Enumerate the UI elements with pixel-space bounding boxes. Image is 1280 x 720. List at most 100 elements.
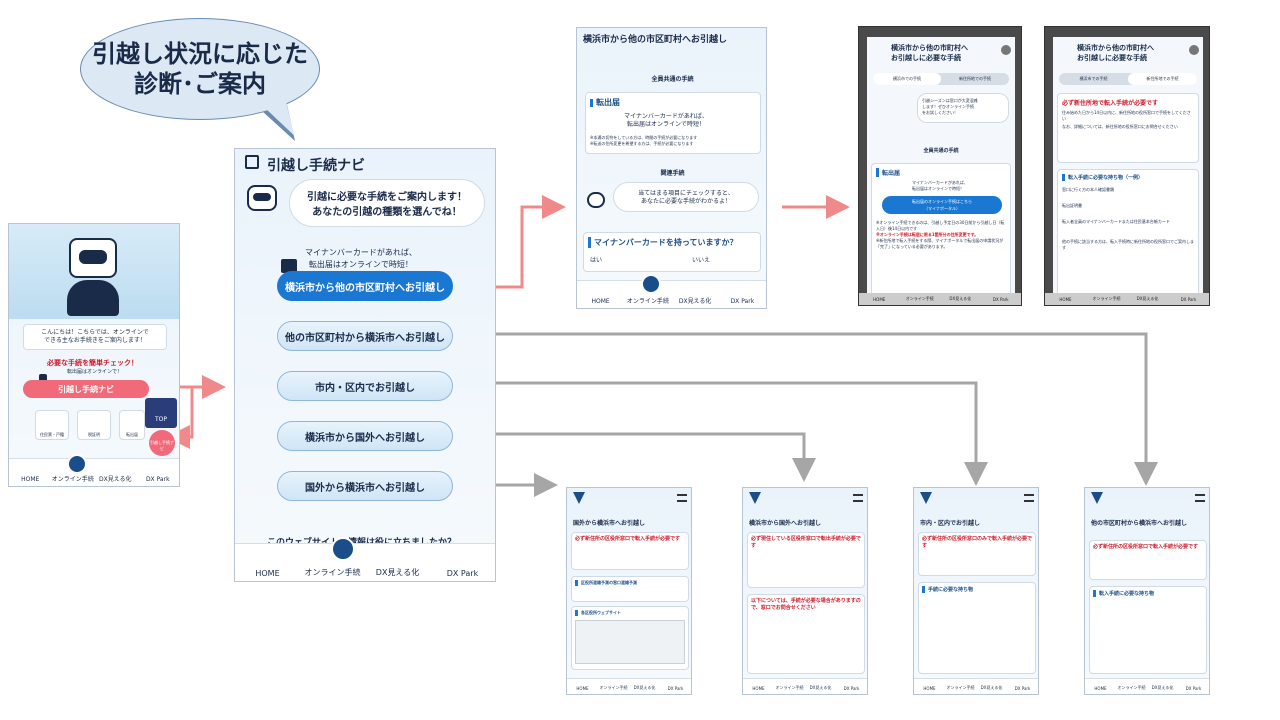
- bubble-line-1: 引越し状況に応じた: [92, 40, 308, 68]
- option-within-city[interactable]: 市内・区内でお引越し: [277, 371, 453, 401]
- navi-nav: HOME オンライン手続 DX見える化 DX Park: [235, 543, 495, 581]
- bottom-screen-1: 国外から横浜市へお引越し 必ず新住所の区役所窓口で転入手続が必要です 区役所混雑…: [566, 487, 692, 695]
- button-line-1: 転出届のオンライン手続はこちら: [912, 199, 972, 204]
- navi-button[interactable]: 引越し手続ナビ: [23, 380, 149, 398]
- tab-yokohama[interactable]: 横浜市での手続: [873, 73, 941, 85]
- nav-dx[interactable]: DX見える化: [375, 568, 420, 577]
- nav-home[interactable]: HOME: [923, 686, 936, 691]
- nav-park[interactable]: DX Park: [1180, 296, 1197, 302]
- nav-online[interactable]: オンライン手続: [51, 476, 94, 483]
- menu-icon[interactable]: [853, 494, 863, 502]
- bottom-title: 横浜市から国外へお引越し: [749, 520, 822, 527]
- mynumber-line-2: 転出届はオンラインで時短！: [308, 260, 413, 269]
- common-label: 全員共通の手続: [651, 76, 694, 83]
- nav-home[interactable]: HOME: [21, 476, 40, 483]
- robot-icon: [587, 192, 605, 208]
- menu-icon[interactable]: [677, 494, 687, 502]
- nav-park[interactable]: DX Park: [992, 296, 1009, 302]
- tab-new-address[interactable]: 新住所地での手続: [959, 76, 991, 81]
- ward-map: [575, 620, 685, 664]
- bottom-nav: HOME オンライン手続 DX見える化 DX Park: [743, 678, 867, 694]
- bubble-line-2: 診断･ご案内: [134, 70, 266, 98]
- nav-dx[interactable]: DX見える化: [98, 476, 132, 483]
- no-option[interactable]: いいえ: [692, 257, 711, 264]
- nav-online[interactable]: オンライン手続: [775, 685, 804, 690]
- nav-dx[interactable]: DX見える化: [1136, 296, 1159, 301]
- nav-park[interactable]: DX Park: [667, 686, 684, 691]
- online-fab[interactable]: [67, 454, 87, 474]
- arrow-intra: [466, 381, 988, 486]
- online-tenshutsu-button[interactable]: 転出届のオンライン手続はこちら （マイナポータル）: [882, 196, 1002, 214]
- nav-dx[interactable]: DX見える化: [1151, 685, 1174, 690]
- nav-park[interactable]: DX Park: [145, 476, 170, 483]
- mynumber-line-1: マイナンバーカードがあれば、: [912, 180, 968, 185]
- nav-home[interactable]: HOME: [591, 298, 610, 305]
- nav-dx[interactable]: DX見える化: [949, 296, 972, 301]
- speech-2: します！ぜひオンライン手続: [922, 104, 974, 109]
- note-1: ※本通の切符をしている方は、時間の手続が必要になります: [590, 135, 698, 140]
- logo-icon: [573, 492, 585, 504]
- nav-online[interactable]: オンライン手続: [1117, 685, 1146, 690]
- nav-park[interactable]: DX Park: [446, 569, 479, 578]
- alert-card: 必ず新住所の区役所窓口で転入手続が必要です: [571, 532, 689, 570]
- logo-icon: [920, 492, 932, 504]
- question-card: マイナンバーカードを持っていますか？ はい いいえ: [583, 232, 761, 272]
- navi-badge[interactable]: 引越し手続ナビ: [149, 430, 175, 456]
- option-from-overseas[interactable]: 国外から横浜市へお引越し: [277, 471, 453, 501]
- tile-tenshutsu[interactable]: 転出届: [119, 410, 145, 440]
- option-to-other-city[interactable]: 横浜市から他の市区町村へお引越し: [277, 271, 453, 301]
- nav-online[interactable]: オンライン手続: [946, 685, 975, 690]
- tile-juminhyo[interactable]: 住民票・戸籍: [35, 410, 69, 440]
- nav-online[interactable]: オンライン手続: [599, 685, 628, 690]
- title-2: お引越しに必要な手続: [891, 54, 961, 62]
- close-icon[interactable]: [1001, 45, 1011, 55]
- nav-park[interactable]: DX Park: [843, 686, 860, 691]
- nav-park[interactable]: DX Park: [730, 298, 755, 305]
- online-fab[interactable]: [331, 537, 355, 561]
- bottom-nav: HOME オンライン手続 DX見える化 DX Park: [1085, 678, 1209, 694]
- bottom-screen-2: 横浜市から国外へお引越し 必ず現住している区役所窓口で転出手続が必要です 以下に…: [742, 487, 868, 695]
- close-icon[interactable]: [1189, 45, 1199, 55]
- robot-body: [67, 280, 119, 316]
- option-to-overseas[interactable]: 横浜市から国外へお引越し: [277, 421, 453, 451]
- alert-heading: 必ず新住所地で転入手続が必要です: [1062, 100, 1159, 107]
- note-1: ※オンライン手続できるのは、引越し予定日の30日前から引越し日（転入日）後14日…: [876, 220, 1005, 231]
- menu-icon[interactable]: [1024, 494, 1034, 502]
- notes: ※本通の切符をしている方は、時間の手続が必要になります ※転送の住所変更を希望す…: [590, 135, 697, 147]
- tab-yokohama[interactable]: 横浜市での手続: [1079, 76, 1108, 81]
- nav-home[interactable]: HOME: [873, 296, 886, 302]
- nav-park[interactable]: DX Park: [1014, 686, 1031, 691]
- nav-dx[interactable]: DX見える化: [678, 298, 712, 305]
- top-button[interactable]: TOP: [145, 398, 177, 428]
- alert-heading: 必ず新住所の区役所窓口で転入手続が必要です: [575, 536, 681, 542]
- online-fab[interactable]: [641, 274, 661, 294]
- nav-home[interactable]: HOME: [255, 569, 280, 578]
- note-2: ※転送の住所変更を希望する方は、手続が必要になります: [590, 141, 694, 146]
- tab-new-address[interactable]: 新住所地での手続: [1128, 73, 1197, 85]
- nav-home[interactable]: HOME: [576, 686, 589, 691]
- tile-tax[interactable]: 税証明: [77, 410, 111, 440]
- common-label: 全員共通の手続: [923, 148, 959, 154]
- nav-dx[interactable]: DX見える化: [980, 685, 1003, 690]
- nav-park[interactable]: DX Park: [1185, 686, 1202, 691]
- nav-dx[interactable]: DX見える化: [633, 685, 656, 690]
- nav-online[interactable]: オンライン手続: [905, 296, 934, 301]
- nav-dx[interactable]: DX見える化: [809, 685, 832, 690]
- question-text: マイナンバーカードを持っていますか？: [588, 237, 737, 248]
- yes-option[interactable]: はい: [590, 257, 603, 264]
- greeting-line-2: できる主なお手続きをご案内します！: [44, 337, 146, 344]
- bottom-screen-3: 市内・区内でお引越し 必ず新住所の区役所窓口のみで転入手続が必要です 手続に必要…: [913, 487, 1039, 695]
- mynumber-line-1: マイナンバーカードがあれば、: [624, 113, 708, 120]
- menu-icon[interactable]: [1195, 494, 1205, 502]
- nav-online[interactable]: オンライン手続: [626, 298, 669, 305]
- nav-home[interactable]: HOME: [1059, 296, 1072, 302]
- note-3: ※新住所地で転入手続をする際、マイナポータルで転出届の申請状況が「完了」になって…: [876, 238, 1004, 249]
- nav-online[interactable]: オンライン手続: [304, 568, 361, 577]
- nav-home[interactable]: HOME: [1094, 686, 1107, 691]
- item-1: 窓口に行く方の本人確認書類: [1062, 187, 1114, 192]
- sec1-heading: 転入手続に必要な持ち物: [1093, 590, 1203, 597]
- option-from-other-city[interactable]: 他の市区町村から横浜市へお引越し: [277, 321, 453, 351]
- title-1: 横浜市から他の市町村へ: [891, 44, 968, 52]
- nav-home[interactable]: HOME: [752, 686, 765, 691]
- nav-online[interactable]: オンライン手続: [1092, 296, 1121, 301]
